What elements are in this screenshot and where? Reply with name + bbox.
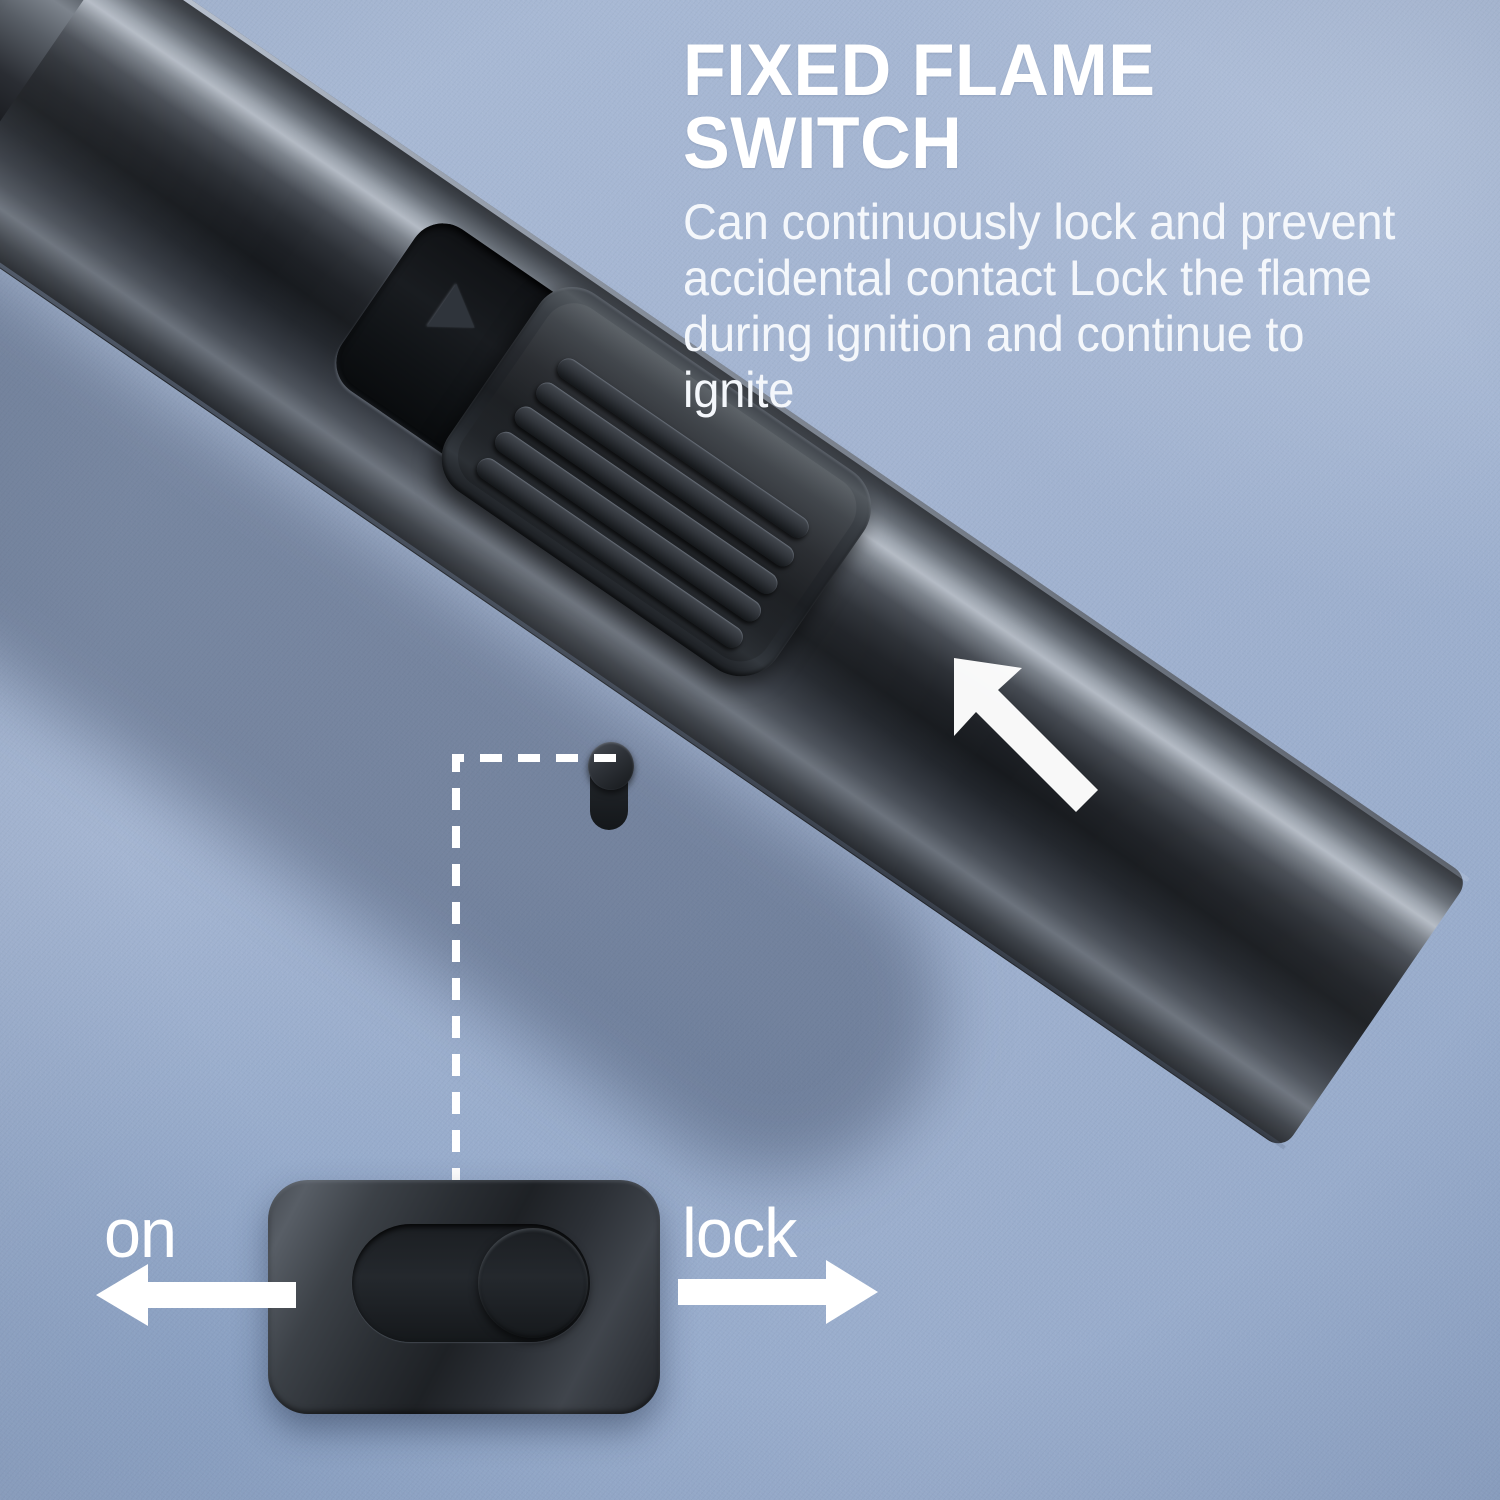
arrow-right-icon — [678, 1260, 878, 1324]
page-title: FIXED FLAME SWITCH — [683, 30, 1156, 184]
lock-label: lock — [682, 1194, 797, 1272]
switch-knob[interactable] — [478, 1228, 588, 1338]
feature-description: Can continuously lock and prevent accide… — [683, 194, 1396, 418]
arrow-left-icon — [96, 1264, 296, 1326]
switch-track — [352, 1224, 590, 1342]
feature-text-block: FIXED FLAME SWITCH Can continuously lock… — [683, 34, 1473, 418]
arrow-up-left-icon — [954, 658, 1098, 812]
on-label: on — [104, 1194, 177, 1272]
callout-dashed-line — [452, 754, 616, 1202]
